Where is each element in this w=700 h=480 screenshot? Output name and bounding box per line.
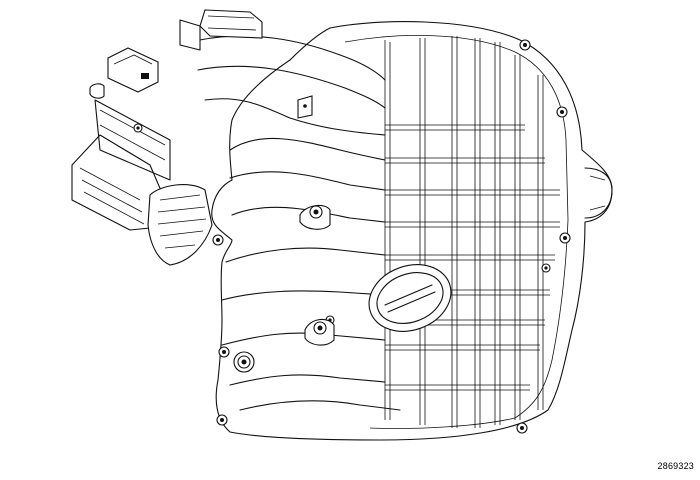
figure-id-label: 2869323 [657,461,694,471]
manifold-flange [344,35,569,429]
sensor-connector [89,47,159,99]
throttle-body-assembly [71,99,213,266]
fittings [297,95,335,346]
oval-port [368,264,452,332]
top-bracket [179,9,263,51]
rib-grid [384,36,560,428]
manifold-body-outline [211,21,613,441]
fastener-bosses [133,39,571,434]
end-cap [584,167,613,219]
